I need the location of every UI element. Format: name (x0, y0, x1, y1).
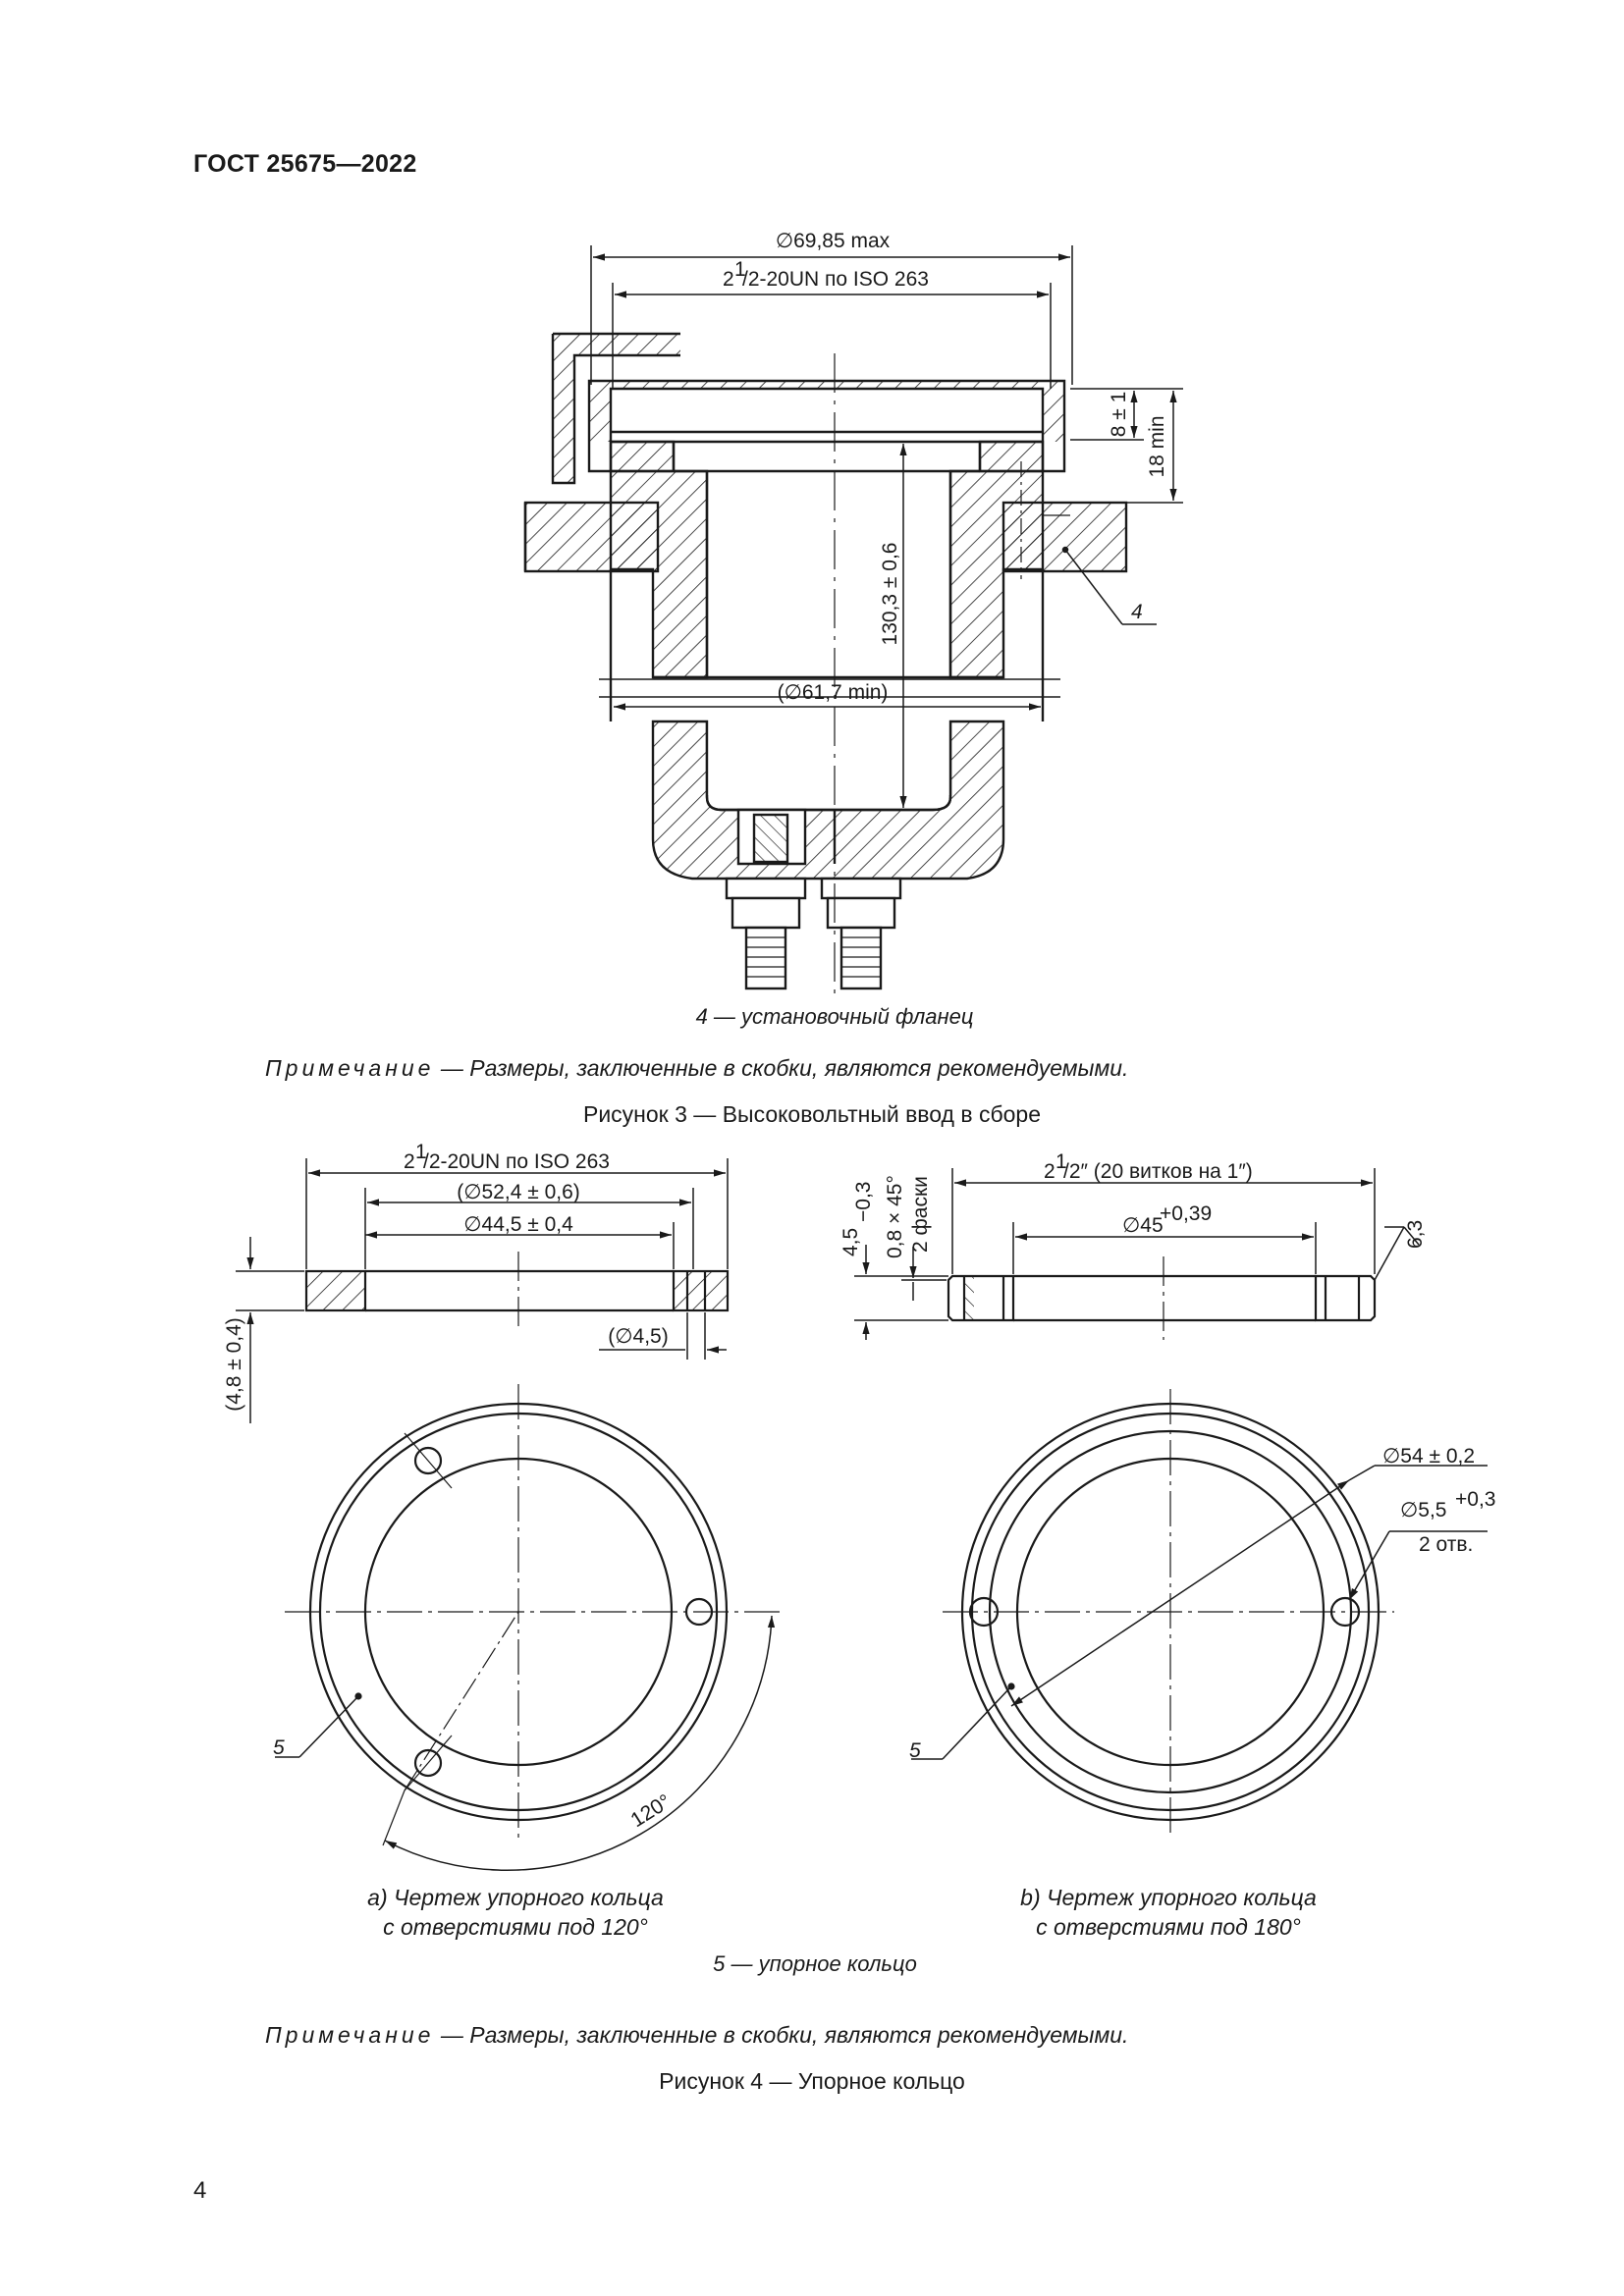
dim-a-thickness: (4,8 ± 0,4) (223, 1317, 245, 1412)
dim-height: 130,3 ± 0,6 (879, 543, 901, 646)
figure3-note-label: Примечание (265, 1055, 435, 1081)
dim-8: 8 ± 1 (1108, 392, 1130, 438)
dim-a-hole: (∅4,5) (608, 1325, 668, 1348)
figure3-note: Примечание — Размеры, заключенные в скоб… (265, 1055, 1128, 1082)
figure3-dimensions (590, 245, 1183, 808)
dim-a-thread-pre: 2 (404, 1150, 415, 1173)
dim-thread-post: /2-20UN по ISO 263 (742, 268, 929, 291)
figure4a-dimensions (236, 1158, 729, 1423)
figure3-caption: Рисунок 3 — Высоковольтный ввод в сборе (582, 1101, 1042, 1127)
dim-b-thickness: 4,5 (839, 1228, 862, 1256)
standard-header: ГОСТ 25675—2022 (193, 150, 417, 178)
dim-a-thread-sup: 1 (415, 1141, 427, 1163)
figure4-note-label: Примечание (265, 2022, 435, 2048)
dim-b-thickness-tol: −0,3 (852, 1182, 875, 1222)
dim-b-thread-post: /2″ (20 витков на 1″) (1063, 1160, 1253, 1183)
figure3-drawing (523, 332, 1128, 996)
dim-18: 18 min (1146, 415, 1168, 477)
figure4b-dimensions (854, 1168, 1420, 1340)
dim-a-52-4: (∅52,4 ± 0,6) (457, 1181, 580, 1203)
dim-b-5-5-tol: +0,3 (1455, 1488, 1495, 1511)
figure4b-section (947, 1256, 1377, 1340)
figure4-note-text: — Размеры, заключенные в скобки, являютс… (434, 2022, 1129, 2048)
dim-thread-sup: 1 (734, 258, 746, 281)
dim-a-thread-post: /2-20UN по ISO 263 (423, 1150, 610, 1173)
figure4-caption: Рисунок 4 — Упорное кольцо (659, 2068, 965, 2094)
dim-b-chamfer-count: 2 фаски (909, 1176, 932, 1253)
dim-b-45-tol: +0,39 (1160, 1202, 1212, 1225)
dim-b-thread-pre: 2 (1044, 1160, 1056, 1183)
callout-5a: 5 (273, 1736, 285, 1759)
dim-a-44-5: ∅44,5 ± 0,4 (463, 1213, 573, 1236)
figure4a-caption-line1: a) Чертеж упорного кольца (367, 1885, 664, 1910)
dim-b-54: ∅54 ± 0,2 (1382, 1445, 1475, 1468)
figure4a-plan (275, 1384, 785, 1871)
callout-4: 4 (1131, 601, 1143, 623)
dim-b-chamfer: 0,8 × 45° (884, 1175, 906, 1258)
dim-inner-diameter: (∅61,7 min) (778, 681, 889, 704)
figure4b-caption-line2: с отверстиями под 180° (1036, 1914, 1301, 1940)
dim-thread-pre: 2 (723, 268, 734, 291)
figure4a-caption-line2: с отверстиями под 120° (383, 1914, 648, 1940)
figure3-legend: 4 — установочный фланец (695, 1004, 974, 1029)
callout-5b: 5 (909, 1739, 921, 1762)
page-number: 4 (193, 2177, 207, 2204)
dim-b-5-5: ∅5,5 (1400, 1499, 1447, 1522)
figure4-note: Примечание — Размеры, заключенные в скоб… (265, 2022, 1128, 2049)
figure4b-caption-line1: b) Чертеж упорного кольца (1020, 1885, 1317, 1910)
figure4b-plan (911, 1389, 1488, 1838)
dim-outer-diameter: ∅69,85 max (776, 230, 891, 252)
figure3-note-text: — Размеры, заключенные в скобки, являютс… (434, 1055, 1129, 1081)
dim-b-holes: 2 отв. (1419, 1533, 1473, 1556)
dim-b-45: ∅45 (1122, 1214, 1164, 1237)
figure4a-section (304, 1252, 730, 1330)
angle-120: 120° (626, 1790, 675, 1833)
roughness-6-3: 6,3 (1404, 1220, 1427, 1249)
figure4-legend: 5 — упорное кольцо (713, 1951, 917, 1976)
dim-b-thread-sup: 1 (1056, 1150, 1067, 1173)
